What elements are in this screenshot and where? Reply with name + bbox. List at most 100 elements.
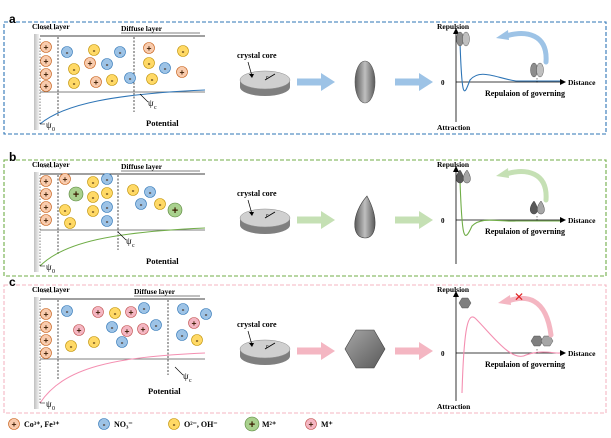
svg-text:-: - — [93, 45, 96, 55]
monovalent-metal-ion: + — [188, 317, 200, 329]
svg-text:+: + — [44, 322, 49, 332]
divalent-metal-ion: + — [68, 186, 84, 202]
attraction-label: Attraction — [437, 402, 471, 411]
svg-text:+: + — [180, 67, 185, 77]
monovalent-metal-ion: + — [121, 325, 133, 337]
closed-layer-label: Closel layer — [32, 285, 70, 294]
crystal-core-label: crystal core — [237, 189, 277, 198]
aggregation-arrow — [503, 31, 549, 65]
potential-curve — [39, 227, 206, 267]
potential-label: Potential — [146, 118, 179, 128]
separated-particles — [530, 200, 545, 215]
panel-letter: b — [9, 150, 16, 164]
growth-arrow-1 — [297, 211, 335, 229]
svg-text:-: - — [106, 202, 109, 212]
psi-c-label: ψ — [126, 236, 132, 246]
repulsion-label: Repulsion — [437, 285, 470, 294]
anion-ion: - — [101, 187, 113, 199]
cation-ion: + — [59, 173, 71, 185]
anion-ion: - — [143, 57, 155, 69]
svg-text:-: - — [64, 205, 67, 215]
growth-arrow-2 — [395, 73, 433, 91]
svg-text:+: + — [44, 215, 49, 225]
svg-text:-: - — [93, 337, 96, 347]
svg-text:-: - — [106, 59, 109, 69]
svg-text:-: - — [164, 63, 167, 73]
radius-label: r — [266, 75, 269, 81]
panel-border — [3, 21, 607, 135]
svg-text:-: - — [173, 419, 176, 429]
svg-text:+: + — [192, 318, 197, 328]
cation-ion: + — [40, 68, 52, 80]
panel-letter: c — [9, 275, 16, 289]
svg-text:-: - — [143, 303, 146, 313]
cation-ion: + — [40, 188, 52, 200]
cation-ion: + — [40, 334, 52, 346]
anion-ion: - — [87, 205, 99, 217]
psi-0-subscript: 0 — [52, 406, 55, 412]
separated-particles — [530, 335, 554, 347]
psi-c-subscript: c — [132, 243, 135, 249]
svg-text:-: - — [106, 174, 109, 184]
anion-ion: - — [177, 45, 189, 57]
svg-text:-: - — [159, 199, 162, 209]
svg-text:-: - — [121, 337, 124, 347]
aggregated-particles — [456, 31, 470, 47]
svg-text:-: - — [148, 58, 151, 68]
panel-letter: a — [9, 12, 16, 26]
hexagonal-crystal — [344, 329, 386, 369]
potential-curve — [39, 89, 206, 125]
svg-text:+: + — [94, 77, 99, 87]
potential-label: Potential — [146, 256, 179, 266]
blocked-aggregation-arrow — [505, 295, 554, 338]
monovalent-metal-ion: + — [125, 306, 137, 318]
crystal-core-disk: r — [239, 70, 291, 96]
nitrate-ion: - — [150, 319, 162, 331]
psi-c-label: ψ — [183, 371, 189, 381]
cation-ion: + — [84, 57, 96, 69]
svg-text:-: - — [92, 192, 95, 202]
cation-ion: + — [143, 42, 155, 54]
svg-text:-: - — [92, 206, 95, 216]
svg-text:-: - — [196, 335, 199, 345]
psi-0-label: ψ — [46, 399, 52, 409]
nitrate-ion: - — [200, 308, 212, 320]
legend-cation: +Co³⁺, Fe³⁺ — [8, 418, 59, 430]
teardrop-crystal — [354, 195, 376, 239]
svg-text:-: - — [205, 309, 208, 319]
svg-text:-: - — [92, 177, 95, 187]
potential-label: Potential — [148, 386, 181, 396]
particle-surface — [34, 172, 39, 272]
radius-label: r — [266, 344, 269, 350]
svg-text:-: - — [182, 46, 185, 56]
svg-text:+: + — [44, 176, 49, 186]
svg-text:+: + — [172, 205, 178, 217]
svg-text:+: + — [44, 335, 49, 345]
closed-layer-label: Closel layer — [32, 160, 70, 169]
svg-text:+: + — [125, 326, 130, 336]
svg-text:-: - — [66, 306, 69, 316]
anion-ion: - — [154, 198, 166, 210]
crystal-core-label: crystal core — [237, 320, 277, 329]
plate-crystal — [354, 60, 376, 104]
svg-text:-: - — [66, 47, 69, 57]
cation-ion: + — [40, 175, 52, 187]
svg-text:+: + — [44, 69, 49, 79]
anion-ion: - — [106, 74, 118, 86]
nitrate-ion: - — [101, 173, 113, 185]
psi-0-label: ψ — [46, 262, 52, 272]
psi-0-subscript: 0 — [52, 269, 55, 275]
svg-text:+: + — [44, 189, 49, 199]
monovalent-metal-ion: + — [73, 324, 85, 336]
cation-ion: + — [90, 76, 102, 88]
aggregated-particles — [456, 169, 471, 184]
origin-label: 0 — [441, 79, 445, 87]
svg-text:+: + — [44, 56, 49, 66]
anion-ion: - — [87, 176, 99, 188]
monovalent-metal-ion: + — [137, 323, 149, 335]
svg-text:+: + — [147, 43, 152, 53]
